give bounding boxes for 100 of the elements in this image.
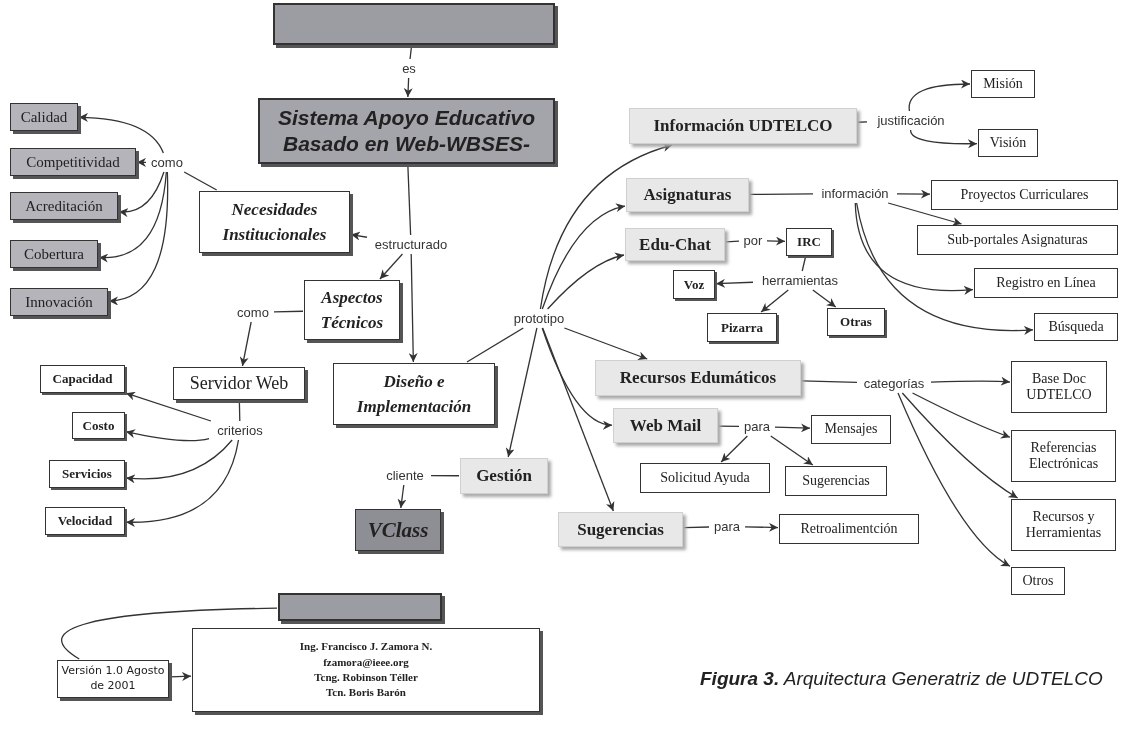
arrow: [125, 391, 212, 422]
arrow: [78, 113, 164, 154]
arrow: [125, 429, 210, 442]
connector-line: [749, 193, 814, 196]
concept-box: Costo: [72, 412, 125, 439]
arrow: [744, 522, 779, 532]
concept-box: Necesidades Institucionales: [199, 191, 350, 253]
arrow: [896, 189, 931, 199]
concept-box: Solicitud Ayuda: [640, 463, 770, 493]
arrow: [542, 327, 615, 512]
arrow: [774, 423, 811, 433]
arrow: [541, 203, 626, 310]
contact-line: Tcn. Boris Barón: [326, 685, 406, 701]
empty-box: [273, 3, 555, 45]
arrow: [546, 252, 625, 310]
version-box: Versión 1.0 Agosto de 2001: [57, 660, 169, 698]
concept-box: Calidad: [10, 103, 78, 131]
arrow: [403, 77, 413, 98]
concept-box: Base Doc UDTELCO: [1011, 361, 1107, 413]
module-box: Gestión: [460, 458, 548, 494]
arrow: [539, 143, 673, 310]
contact-line: fzamora@ieee.org: [323, 654, 409, 670]
arrow: [897, 392, 1011, 567]
arrow: [505, 327, 538, 458]
arrow: [125, 439, 233, 484]
arrow: [125, 439, 240, 527]
arrow: [397, 484, 407, 509]
connector-line: [857, 121, 868, 123]
concept-box: Velocidad: [45, 507, 125, 535]
module-box: Web Mail: [613, 408, 718, 443]
module-box: Edu-Chat: [625, 228, 725, 261]
module-box: Información UDTELCO: [629, 108, 857, 144]
empty-box: [278, 593, 442, 621]
arrow: [541, 327, 613, 429]
concept-box: Innovación: [10, 288, 108, 316]
arrow: [350, 231, 368, 241]
figure-caption: Figura 3. Arquitectura Generatriz de UDTELCO: [700, 668, 1103, 690]
concept-box: Diseño e Implementación: [333, 363, 495, 425]
arrow: [239, 321, 252, 367]
arrow: [855, 202, 1034, 335]
arrow: [887, 202, 963, 226]
arrow: [169, 672, 192, 682]
connector-line: [61, 607, 278, 660]
arrow: [930, 376, 1011, 386]
concept-box: Sugerencias: [785, 466, 887, 496]
concept-box: Cobertura: [10, 240, 98, 268]
connector-line: [430, 475, 460, 477]
arrow: [98, 171, 167, 262]
concept-box: Pizarra: [707, 313, 777, 342]
arrow: [118, 171, 165, 217]
concept-box: Mensajes: [811, 415, 891, 444]
arrow: [911, 392, 1011, 439]
arrow: [908, 79, 971, 112]
concept-box: Servidor Web: [173, 367, 305, 400]
arrow: [770, 435, 814, 466]
connector-line: [183, 171, 218, 191]
module-box: Asignaturas: [626, 178, 749, 212]
arrow: [909, 129, 978, 149]
connector-line: [466, 327, 524, 363]
arrow: [408, 253, 418, 363]
arrow: [563, 327, 648, 361]
concept-box: Misión: [971, 70, 1035, 98]
arrow: [136, 157, 147, 167]
connector-line: [801, 380, 858, 384]
arrow: [812, 289, 837, 308]
concept-box: IRC: [786, 228, 832, 256]
concept-box: Proyectos Curriculares: [931, 180, 1118, 210]
concept-box: Visión: [978, 129, 1038, 157]
concept-box: Búsqueda: [1034, 313, 1118, 341]
arrow: [108, 171, 169, 305]
contact-line: Ing. Francisco J. Zamora N.: [299, 639, 433, 655]
module-box: VClass: [355, 509, 441, 551]
connector-line: [718, 425, 740, 427]
arrow: [715, 278, 754, 288]
contact-card: [192, 628, 540, 712]
module-box: Sugerencias: [558, 512, 683, 547]
arrow: [379, 253, 404, 280]
connector-line: [407, 164, 412, 236]
concept-box: Acreditación: [10, 192, 118, 220]
arrow: [760, 289, 789, 313]
contact-line: Tcng. Robinson Téller: [314, 670, 418, 685]
arrow: [854, 202, 974, 295]
concept-box: Aspectos Técnicos: [304, 280, 400, 340]
arrow: [766, 236, 786, 246]
concept-box: Recursos y Herramientas: [1011, 499, 1116, 551]
concept-box: Servicios: [49, 460, 125, 488]
concept-box: Competitividad: [10, 148, 136, 176]
concept-box: Sub-portales Asignaturas: [917, 225, 1118, 255]
arrow: [720, 435, 749, 463]
connector-line: [683, 526, 710, 529]
concept-box: Voz: [673, 270, 715, 299]
concept-box: Otras: [827, 308, 885, 336]
connector-line: [238, 400, 241, 422]
concept-box: Otros: [1011, 567, 1065, 595]
concept-box: Referencias Electrónicas: [1011, 430, 1116, 482]
connector-line: [273, 310, 304, 313]
concept-box: Capacidad: [40, 365, 125, 393]
concept-box: Registro en Línea: [974, 268, 1118, 298]
concept-box: Retroalimentción: [779, 514, 919, 544]
module-box: Recursos Edumáticos: [595, 360, 801, 396]
